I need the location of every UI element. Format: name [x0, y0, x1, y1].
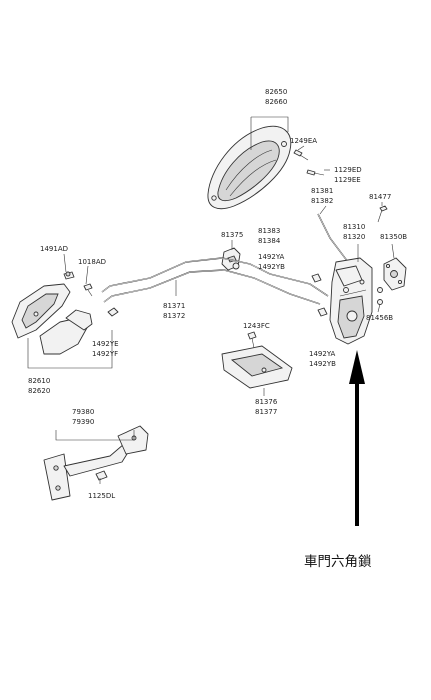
label-81477: 81477	[369, 193, 391, 201]
label-1129ed: 1129ED	[334, 166, 362, 174]
striker-81350b	[383, 257, 407, 291]
bracket-81376	[221, 345, 293, 389]
label-1018ad: 1018AD	[78, 258, 106, 266]
label-81320: 81320	[343, 233, 365, 241]
label-81371: 81371	[163, 302, 185, 310]
leader-1018ad	[85, 265, 89, 285]
label-1491ad: 1491AD	[40, 245, 68, 253]
inside-handle-rods	[101, 257, 329, 317]
door-lock-actuator	[329, 257, 373, 345]
label-1492yb-upper: 1492YB	[258, 263, 285, 271]
leader-79380	[55, 430, 135, 441]
leader-1249ea	[297, 145, 305, 151]
screw-81477	[377, 205, 388, 223]
screw-1018ad	[83, 283, 93, 297]
rod-clip-1492ya-lower	[317, 307, 328, 317]
leader-1491ad	[63, 253, 67, 273]
label-1129ee: 1129EE	[334, 176, 361, 184]
screw-1129ed	[306, 169, 325, 176]
label-82620: 82620	[28, 387, 50, 395]
label-81381: 81381	[311, 187, 333, 195]
label-81383: 81383	[258, 227, 280, 235]
screw-81456b	[377, 287, 383, 313]
lock-rod-81381	[317, 213, 349, 263]
leader-82610	[27, 330, 113, 369]
label-1125dl: 1125DL	[88, 492, 115, 500]
leader-81381	[319, 205, 327, 215]
screw-1491ad	[63, 271, 75, 280]
rod-clip-1492ya-upper	[311, 273, 322, 283]
label-81376: 81376	[255, 398, 278, 406]
screw-1249ea	[293, 149, 309, 161]
label-1492ya-lower: 1492YA	[309, 350, 336, 358]
clip-81375	[221, 247, 241, 271]
leader-82650	[250, 116, 289, 150]
label-81375: 81375	[221, 231, 243, 239]
door-checker	[43, 425, 149, 501]
label-79380: 79380	[72, 408, 94, 416]
label-1492ya-upper: 1492YA	[258, 253, 285, 261]
label-81382: 81382	[311, 197, 333, 205]
label-79390: 79390	[72, 418, 94, 426]
label-81377: 81377	[255, 408, 277, 416]
annotation-text: 車門六角鎖	[304, 554, 372, 570]
label-1243fc: 1243FC	[243, 322, 270, 330]
label-1492yf: 1492YF	[92, 350, 118, 358]
leader-81350b	[391, 243, 395, 259]
part-labels: 82650 82660 1249EA 1129ED 1129EE 81381 8…	[28, 88, 407, 500]
inside-door-handle	[11, 283, 93, 355]
label-1492yb-lower: 1492YB	[309, 360, 336, 368]
label-81350b: 81350B	[380, 233, 407, 241]
screw-1243fc	[247, 331, 257, 349]
outside-door-handle	[207, 125, 292, 210]
label-81456b: 81456B	[366, 314, 393, 322]
label-1249ea: 1249EA	[290, 137, 317, 145]
annotation-arrow	[349, 350, 365, 526]
label-81372: 81372	[163, 312, 185, 320]
label-82650: 82650	[265, 88, 287, 96]
label-82610: 82610	[28, 377, 50, 385]
label-1492ye: 1492YE	[92, 340, 119, 348]
label-81384: 81384	[258, 237, 281, 245]
label-81310: 81310	[343, 223, 365, 231]
label-82660: 82660	[265, 98, 287, 106]
